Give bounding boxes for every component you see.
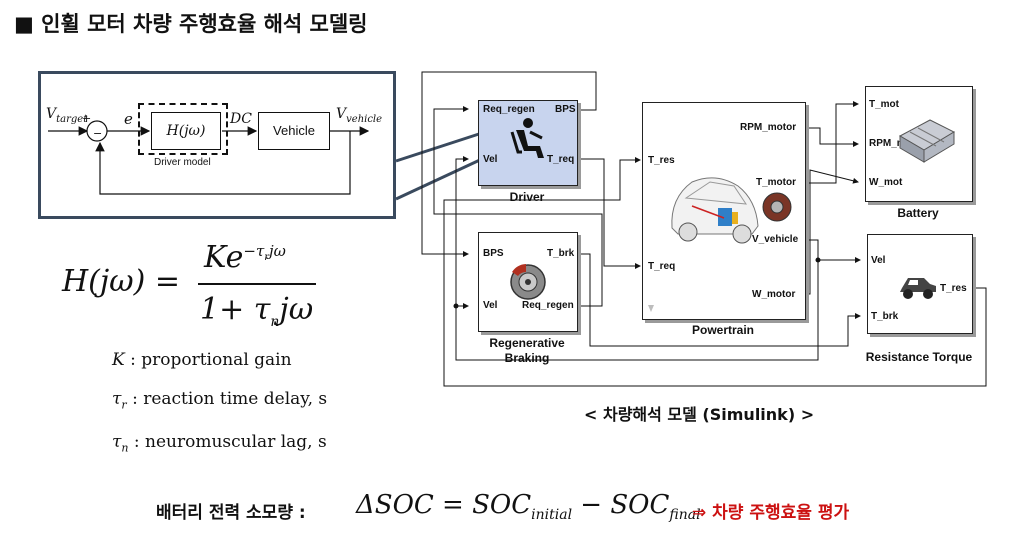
powertrain-port-t-res: T_res	[648, 155, 675, 166]
powertrain-port-v-vehicle: V_vehicle	[752, 234, 799, 245]
simulink-caption: < 차량해석 모델 (Simulink) >	[584, 405, 815, 424]
battery-port-rpm-mot: RPM_mot	[869, 138, 916, 149]
resistance-label: Resistance Torque	[865, 350, 973, 364]
driver-model-label: Driver model	[154, 157, 211, 168]
brake-disc-icon	[510, 264, 546, 300]
battery-port-w-mot: W_mot	[869, 177, 903, 188]
legend-proportional-gain: K : proportional gain	[112, 350, 292, 370]
plus-sign: +	[82, 112, 92, 125]
driver-seat-icon	[510, 118, 544, 158]
h-block: H(jω)	[151, 112, 221, 150]
car-chassis-icon	[671, 177, 759, 244]
motor-icon	[762, 192, 792, 222]
battery-port-t-mot: T_mot	[869, 99, 899, 110]
offroad-vehicle-icon	[900, 278, 936, 299]
driver-port-bps: BPS	[555, 104, 576, 115]
driver-port-req-regen: Req_regen	[483, 104, 535, 115]
powertrain-label: Powertrain	[691, 323, 754, 337]
regen-port-vel: Vel	[483, 300, 498, 311]
v-vehicle-label: Vvehicle	[336, 106, 383, 125]
battery-pack-icon	[898, 119, 956, 163]
resistance-port-t-res: T_res	[940, 283, 967, 294]
transfer-function-lhs: H(jω) =	[62, 264, 181, 299]
battery-label: Battery	[897, 206, 939, 220]
transfer-numerator: Ke−τrjω	[204, 240, 286, 275]
dc-label: DC	[230, 111, 252, 127]
transfer-denominator: 1+ τnjω	[200, 292, 314, 330]
regen-label-line2: Braking	[504, 351, 550, 365]
vehicle-block: Vehicle	[258, 112, 330, 150]
regen-port-req-regen: Req_regen	[522, 300, 574, 311]
resistance-port-vel: Vel	[871, 255, 886, 266]
v-target-label: Vtarget	[46, 106, 88, 125]
efficiency-result: ⇒ 차량 주행효율 평가	[692, 503, 850, 523]
regen-port-t-brk: T_brk	[547, 248, 575, 259]
regen-label-line1: Regenerative	[489, 336, 565, 350]
driver-model-dashed-box	[138, 103, 228, 155]
driver-label: Driver	[509, 190, 545, 204]
legend-neuromuscular-lag: τn : neuromuscular lag, s	[112, 432, 327, 455]
delta-soc-equation: ΔSOC = SOCinitial − SOCfinal	[356, 490, 701, 524]
powertrain-port-t-req: T_req	[648, 261, 676, 272]
powertrain-port-w-motor: W_motor	[752, 289, 796, 300]
powertrain-port-rpm-motor: RPM_motor	[740, 122, 797, 133]
fraction-bar	[198, 283, 316, 285]
powertrain-port-t-motor: T_motor	[756, 177, 796, 188]
down-arrow-icon	[648, 305, 654, 312]
regen-port-bps: BPS	[483, 248, 504, 259]
resistance-port-t-brk: T_brk	[871, 311, 899, 322]
driver-block	[478, 100, 578, 186]
legend-reaction-delay: τr : reaction time delay, s	[112, 389, 328, 412]
error-label: e	[124, 110, 133, 128]
driver-port-t-req: T_req	[547, 154, 575, 165]
page-title: ■ 인휠 모터 차량 주행효율 해석 모델링	[14, 12, 368, 36]
driver-port-vel: Vel	[483, 154, 498, 165]
minus-sign: −	[93, 127, 103, 140]
battery-consumption-label: 배터리 전력 소모량 :	[156, 503, 306, 523]
